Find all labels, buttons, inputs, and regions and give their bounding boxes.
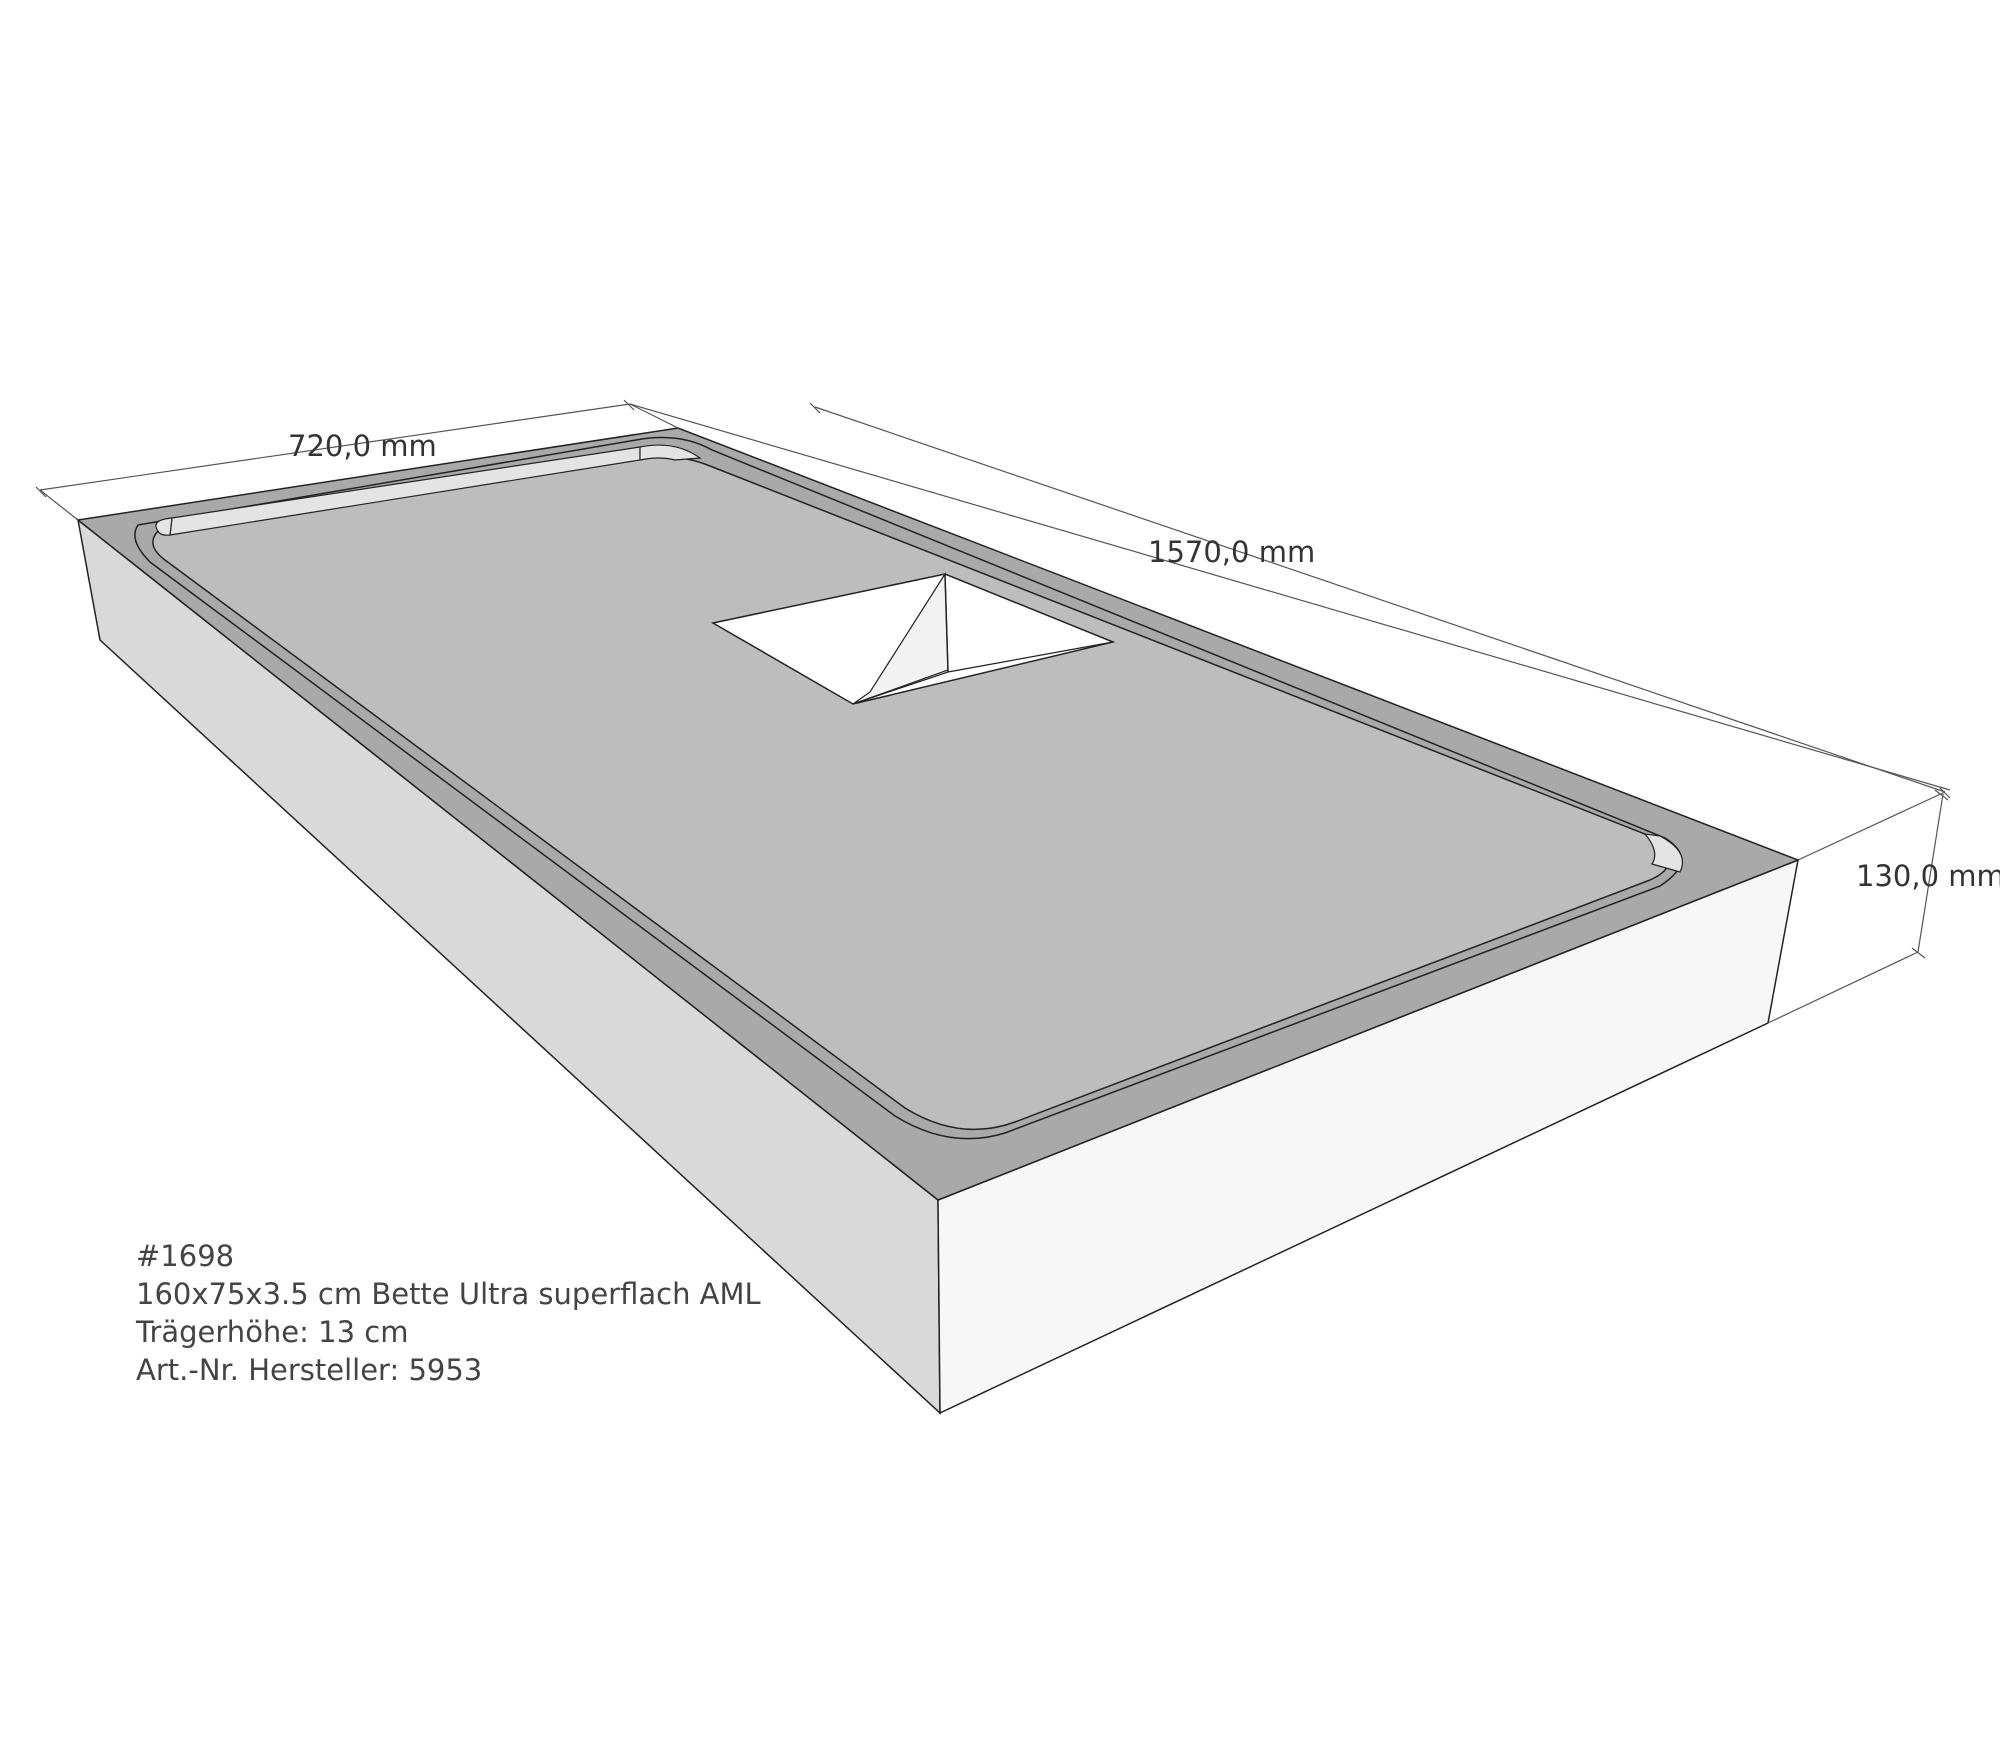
- drain-inner-edge-front: [852, 671, 949, 705]
- inner-front-corner: [1643, 833, 1684, 873]
- inner-back-right-corner: [639, 444, 702, 461]
- carrier-height: Trägerhöhe: 13 cm: [136, 1315, 409, 1349]
- product-description: 160x75x3.5 cm Bette Ultra superflach AML: [136, 1277, 761, 1311]
- product-info: #1698 160x75x3.5 cm Bette Ultra superfla…: [136, 1237, 761, 1389]
- product-id: #1698: [136, 1239, 235, 1273]
- article-number: Art.-Nr. Hersteller: 5953: [136, 1353, 483, 1387]
- width-dimension: [35, 399, 679, 521]
- inner-left-corner: [155, 517, 173, 536]
- length-label: 1570,0 mm: [1148, 535, 1315, 569]
- drain-inner-edge: [944, 573, 949, 673]
- width-label: 720,0 mm: [288, 429, 437, 463]
- height-label: 130,0 mm: [1856, 859, 2000, 893]
- height-dimension: [1767, 789, 1949, 1024]
- length-dimension: [629, 402, 1951, 861]
- drain-inner-edge-bottom: [947, 641, 1114, 673]
- recess-edge: [134, 436, 1683, 1140]
